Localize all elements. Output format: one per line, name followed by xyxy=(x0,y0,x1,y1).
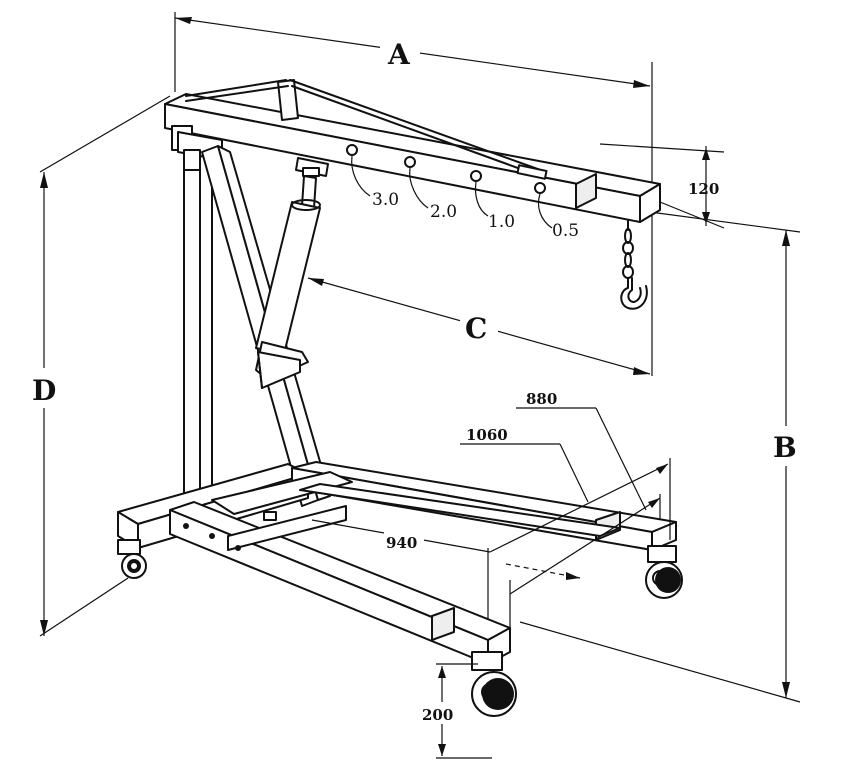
base-frame xyxy=(117,461,677,665)
dimension-a-label: A xyxy=(387,38,411,71)
hole-0-5 xyxy=(534,182,546,194)
hydraulic-cylinder xyxy=(255,157,329,389)
dimension-b-label: B xyxy=(773,431,797,464)
wheel-front-left xyxy=(471,651,517,717)
dimension-200-label: 200 xyxy=(422,706,453,724)
dimension-c: C xyxy=(307,277,651,375)
dimension-880-label: 880 xyxy=(526,390,557,408)
boom-holes xyxy=(346,144,553,229)
dimension-boom-height: 120 xyxy=(599,143,725,229)
chain-hook xyxy=(620,219,648,310)
dimension-a: A xyxy=(174,12,653,376)
boom xyxy=(164,79,661,223)
dimension-leg-lengths: 880 1060 940 xyxy=(311,390,671,628)
wheels xyxy=(117,539,683,717)
dimension-base-height: 200 xyxy=(420,663,492,759)
dimension-d-label: D xyxy=(32,374,56,407)
capacity-marks: 3.0 2.0 1.0 0.5 xyxy=(372,190,579,241)
mast xyxy=(177,131,223,515)
wheel-front-right xyxy=(645,545,683,599)
dimension-boom-height-label: 120 xyxy=(688,180,719,198)
capacity-mark-2: 2.0 xyxy=(430,202,457,222)
dimension-b: B xyxy=(519,211,804,703)
hole-2-0 xyxy=(404,156,416,168)
capacity-mark-4: 0.5 xyxy=(552,221,579,241)
hole-3-0 xyxy=(346,144,358,156)
dimension-d: D xyxy=(28,95,171,637)
dimension-940-label: 940 xyxy=(386,534,417,552)
dimension-1060-label: 1060 xyxy=(466,426,508,444)
hole-1-0 xyxy=(470,170,482,182)
wheel-rear-left xyxy=(117,539,147,579)
dimension-c-label: C xyxy=(465,312,487,345)
capacity-mark-1: 3.0 xyxy=(372,190,399,210)
capacity-mark-3: 1.0 xyxy=(488,212,515,232)
